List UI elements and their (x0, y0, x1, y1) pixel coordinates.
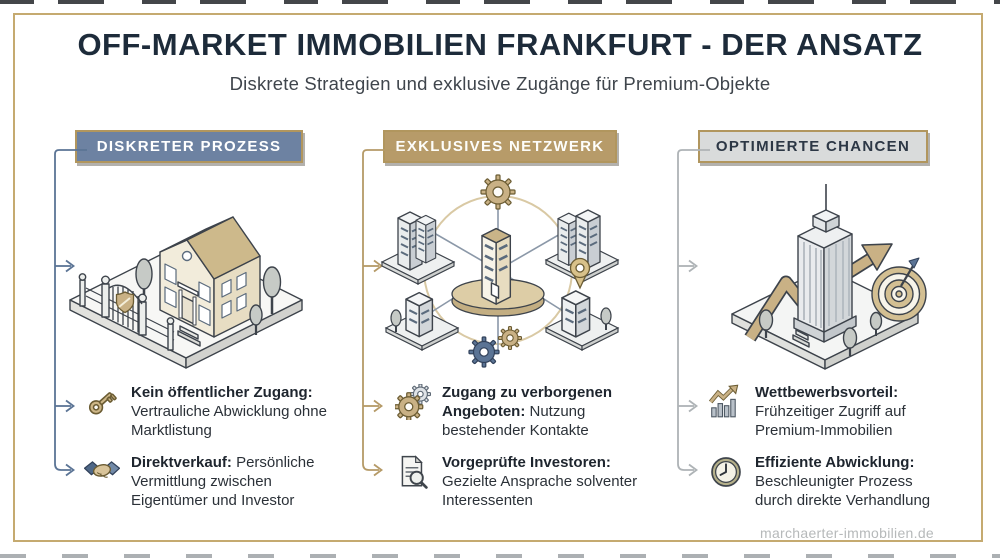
badge-diskreter-prozess: DISKRETER PROZESS (75, 130, 303, 163)
bullet-list-column-3: Wettbewerbsvorteil: Frühzeitiger Zugriff… (708, 383, 954, 523)
bottom-edge-artifact (0, 554, 1000, 558)
gear-icon (497, 325, 523, 351)
villa-estate-illustration (69, 216, 303, 369)
bullet-text: Effiziente Abwicklung: Beschleunigter Pr… (755, 454, 931, 509)
list-item: Zugang zu verborgenen Angeboten: Nutzung… (395, 383, 641, 440)
document-magnifier-icon (401, 455, 428, 489)
clock-icon (711, 457, 741, 487)
list-item: Effiziente Abwicklung: Beschleunigter Pr… (708, 453, 954, 510)
page-subtitle: Diskrete Strategien und exklusive Zugäng… (229, 73, 771, 94)
gear-icon (480, 174, 516, 210)
list-item: Vorgeprüfte Investoren: Gezielte Ansprac… (395, 453, 641, 510)
connector-line-column-3 (677, 149, 710, 477)
list-item: Direktverkauf: Persönliche Vermittlung z… (84, 453, 330, 510)
badge-exklusives-netzwerk: EXKLUSIVES NETZWERK (383, 130, 617, 163)
key-icon (88, 392, 117, 415)
building-network-illustration (381, 174, 619, 368)
bullet-text: Wettbewerbsvorteil: Frühzeitiger Zugriff… (755, 384, 906, 439)
bullet-text: Zugang zu verborgenen Angeboten: Nutzung… (442, 384, 613, 439)
bullet-text: Vorgeprüfte Investoren: Gezielte Ansprac… (442, 454, 638, 509)
page-title: OFF-MARKET IMMOBILIEN FRANKFURT - DER AN… (77, 27, 923, 62)
website-credit: marchaerter-immobilien.de (759, 525, 934, 541)
location-pin-icon (569, 257, 591, 290)
handshake-icon (84, 461, 120, 478)
top-edge-artifact (0, 0, 1000, 4)
bullet-list-column-1: Kein öffentlicher Zugang: Vertrauliche A… (84, 383, 330, 523)
bullet-text: Direktverkauf: Persönliche Vermittlung z… (131, 454, 315, 509)
chart-arrow-icon (708, 384, 739, 418)
connector-line-column-1 (54, 149, 87, 477)
list-item: Kein öffentlicher Zugang: Vertrauliche A… (84, 383, 330, 440)
target-icon (871, 257, 927, 322)
bullet-list-column-2: Zugang zu verborgenen Angeboten: Nutzung… (395, 383, 641, 523)
gear-icon (468, 336, 500, 368)
growth-tower-target-illustration (731, 184, 927, 370)
list-item: Wettbewerbsvorteil: Frühzeitiger Zugriff… (708, 383, 954, 440)
badge-optimierte-chancen: OPTIMIERTE CHANCEN (698, 130, 928, 163)
gold-frame (13, 13, 983, 542)
gears-icon (395, 384, 431, 420)
bullet-text: Kein öffentlicher Zugang: Vertrauliche A… (131, 384, 327, 439)
